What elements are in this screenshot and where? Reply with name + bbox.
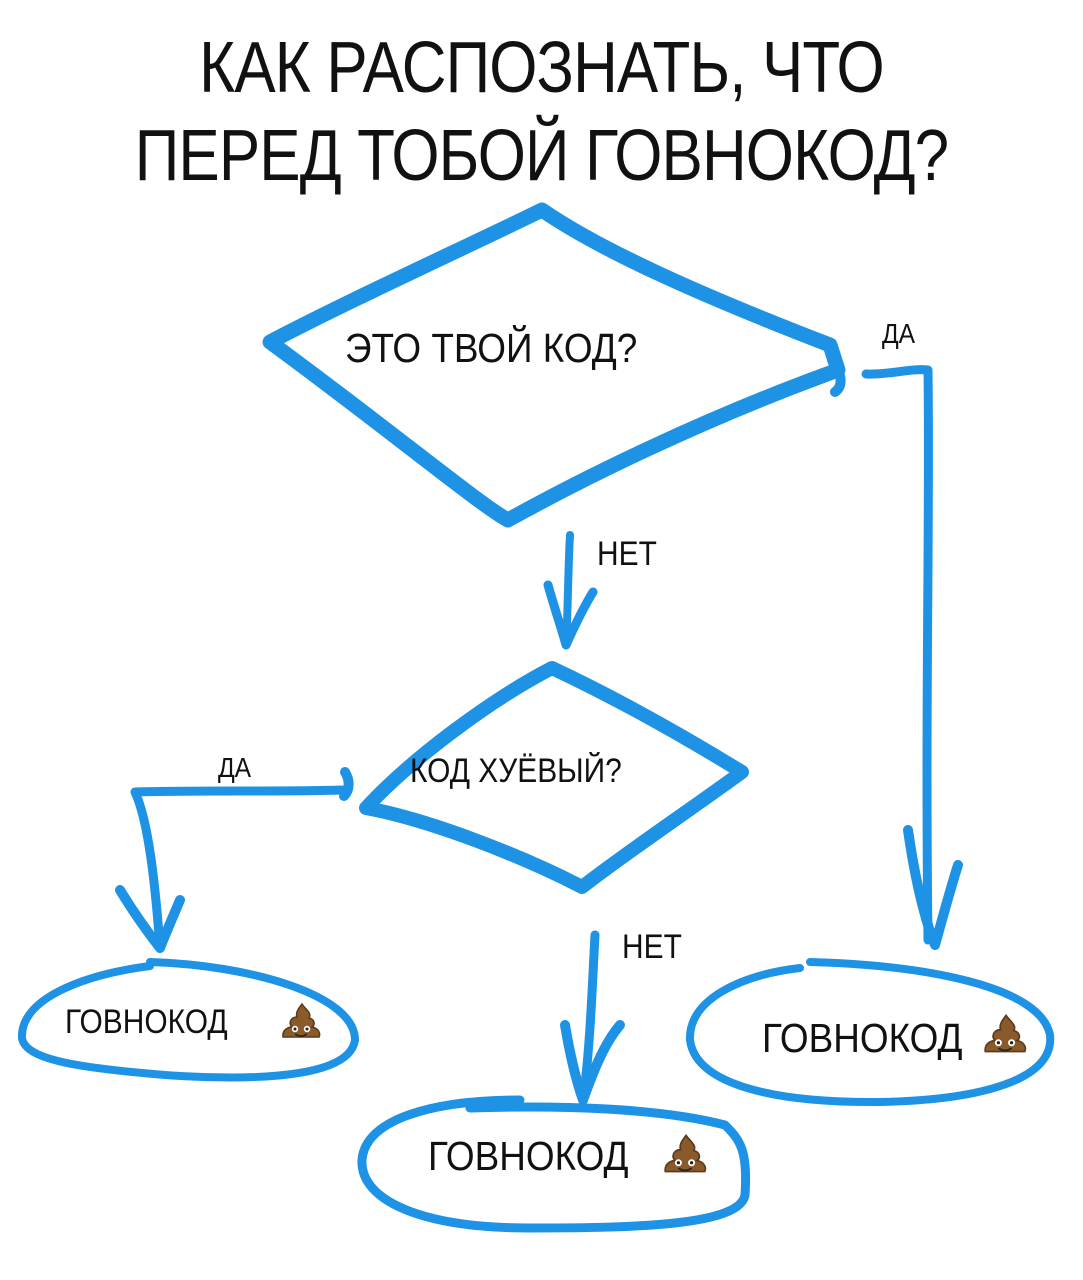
page-title-line-2: ПЕРЕД ТОБОЙ ГОВНОКОД? [134,116,949,196]
edge-d2-no-label: НЕТ [622,928,682,966]
edge-d1-no-arrowhead [543,580,598,650]
result-bottom-label: ГОВНОКОД [428,1133,629,1179]
edge-d1-no-label: НЕТ [597,535,657,573]
decision-1-shape [262,202,846,528]
edge-d1-yes-arrowhead [903,825,963,950]
decision-1-shape-tail [827,355,846,397]
result-right-label: ГОВНОКОД [762,1015,963,1061]
edge-d2-yes-line [130,785,347,953]
result-right-shape [685,958,1055,1107]
edge-d2-yes-label: ДА [218,752,252,783]
result-bottom-shape [357,1095,751,1233]
decision-2-shape [359,661,749,894]
decision-2-label: КОД ХУЁВЫЙ? [410,752,622,790]
poop-icon [984,1013,1027,1053]
result-left-shape [17,958,359,1082]
edge-d1-yes-label: ДА [882,318,916,349]
edge-d2-yes-arrowhead [115,885,185,953]
result-left-label: ГОВНОКОД [65,1003,228,1041]
poop-icon [282,1002,321,1038]
poop-icon [664,1133,707,1173]
decision-2-shape-left-tip [339,767,354,801]
decision-1-label: ЭТО ТВОЙ КОД? [345,325,638,371]
edge-d1-yes-line [861,365,933,945]
page-title-line-1: КАК РАСПОЗНАТЬ, ЧТО [199,28,885,108]
edge-d2-no-arrowhead [560,1020,625,1105]
